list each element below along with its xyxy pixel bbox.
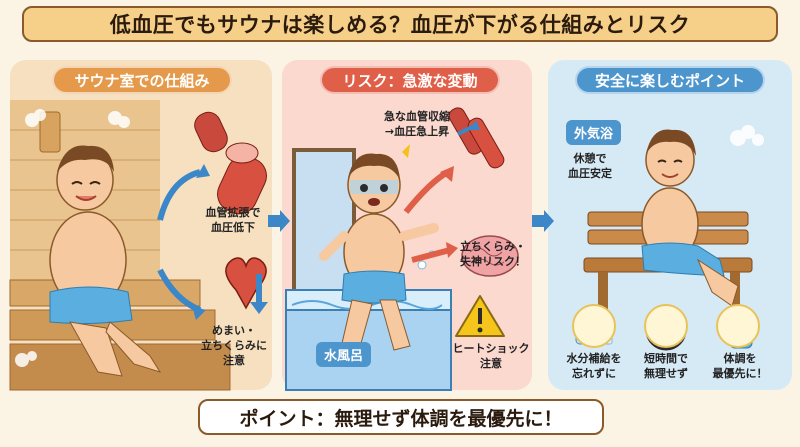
label-heatshock: ヒートショック 注意 <box>452 342 530 370</box>
cold-bath-tag: 水風呂 <box>316 342 372 367</box>
footer-banner: ポイント：無理せず体調を最優先に！ <box>198 399 604 435</box>
water-tip-circle <box>572 304 616 348</box>
outdoor-tag: 外気浴 <box>566 120 622 145</box>
label-dizziness: めまい・ 立ちくらみに 注意 <box>201 324 267 367</box>
flow-arrow-1-icon <box>268 210 290 232</box>
heading-risk: リスク：急激な変動 <box>320 66 500 94</box>
label-vasodilation: 血管拡張で 血圧低下 <box>205 206 261 234</box>
label-constriction: 急な血管収縮 →血圧急上昇 <box>384 110 450 138</box>
heading-safe: 安全に楽しむポイント <box>575 66 765 94</box>
cold-bath-illustration <box>285 107 519 391</box>
title-banner: 低血圧でもサウナは楽しめる？血圧が下がる仕組みとリスク <box>22 6 778 42</box>
tip-condition: 体調を 最優先に！ <box>712 352 768 380</box>
label-fainting: 立ちくらみ・ 失神リスク！ <box>460 240 526 268</box>
condition-tip-circle <box>716 304 760 348</box>
heading-sauna: サウナ室での仕組み <box>52 66 232 94</box>
label-rest: 休憩で 血圧安定 <box>568 152 612 180</box>
tip-time: 短時間で 無理せず <box>644 352 688 380</box>
footer-text: ポイント：無理せず体調を最優先に！ <box>239 407 563 430</box>
time-tip-circle <box>644 304 688 348</box>
flow-arrow-2-icon <box>532 210 554 232</box>
sauna-illustration <box>9 100 268 391</box>
tip-water: 水分補給を 忘れずに <box>566 352 622 380</box>
page-title: 低血圧でもサウナは楽しめる？血圧が下がる仕組みとリスク <box>109 13 691 37</box>
